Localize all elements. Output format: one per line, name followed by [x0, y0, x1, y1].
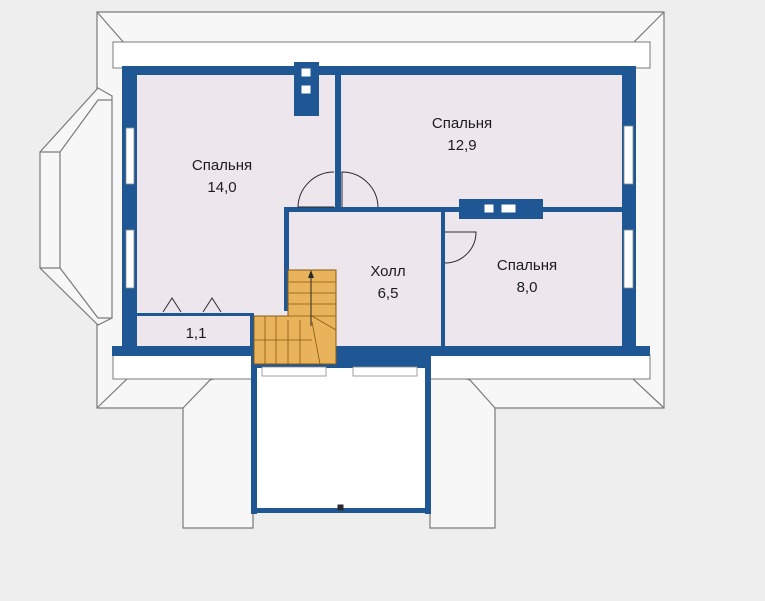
roof-hip-lines-4	[631, 377, 665, 409]
window-left-2	[125, 229, 135, 289]
door-closet-1	[162, 297, 182, 313]
vent-icon-2	[300, 84, 312, 95]
hall-area: 6,5	[378, 285, 399, 302]
wall-porch-right	[425, 356, 431, 514]
wall-bottom-left	[112, 346, 254, 356]
hall-label: Холл	[370, 263, 405, 280]
wall-top	[122, 66, 636, 75]
partition-bedrooms	[335, 74, 341, 208]
wall-porch-left	[251, 356, 257, 514]
room-bedroom-2	[341, 74, 623, 208]
bedroom-1-label: Спальня	[192, 157, 252, 174]
bedroom-2-label: Спальня	[432, 115, 492, 132]
door-bedroom-3	[444, 231, 477, 264]
stair-tread	[311, 315, 337, 331]
door-bedroom-2	[341, 171, 379, 208]
partition-hall-left	[284, 207, 289, 311]
bedroom-1-area: 14,0	[207, 179, 236, 196]
stair-tread	[311, 321, 321, 365]
roof-hip-lines-2	[631, 11, 665, 45]
stairs	[253, 269, 337, 365]
partition-closet-top	[137, 313, 254, 316]
room-labels: Спальня 14,0 Спальня 12,9 Холл 6,5 Спаль…	[186, 115, 558, 342]
roof-hip-lines	[96, 11, 126, 45]
bedroom-2-area: 12,9	[447, 137, 476, 154]
porch-floor	[257, 378, 425, 510]
wall-right	[622, 66, 636, 356]
roof-hip-lines-3	[96, 377, 129, 409]
window-right-2	[623, 229, 634, 289]
roof-bay-ridge	[40, 99, 112, 153]
door-bedroom-1	[297, 171, 335, 208]
room-bedroom-3	[445, 212, 623, 346]
window-right-1	[623, 125, 634, 185]
partition-hall-right	[441, 207, 445, 347]
stair-arrowhead-icon	[308, 270, 314, 278]
closet-area: 1,1	[186, 325, 207, 342]
wall-left	[122, 66, 137, 356]
window-bottom-2	[352, 366, 418, 377]
vent-icon-4	[500, 203, 517, 214]
windows	[125, 125, 634, 377]
eave-top	[112, 41, 651, 69]
partition-closet-right	[250, 313, 254, 349]
stair-treads	[254, 281, 337, 365]
vent-icon	[300, 67, 312, 78]
window-bottom-1	[261, 366, 327, 377]
chimney-vents	[300, 67, 517, 214]
doors	[162, 171, 477, 511]
vent-icon-3	[483, 203, 495, 214]
partition-hall-top	[284, 207, 623, 212]
window-left-1	[125, 127, 135, 185]
entrance-mark	[337, 504, 344, 511]
door-closet-2	[202, 297, 222, 313]
roof-bay-ridge-2	[40, 267, 112, 319]
bedroom-3-area: 8,0	[517, 279, 538, 296]
wall-bottom-right	[428, 346, 650, 356]
partitions	[137, 62, 623, 349]
rooms-fill	[137, 74, 623, 346]
bedroom-3-label: Спальня	[497, 257, 557, 274]
